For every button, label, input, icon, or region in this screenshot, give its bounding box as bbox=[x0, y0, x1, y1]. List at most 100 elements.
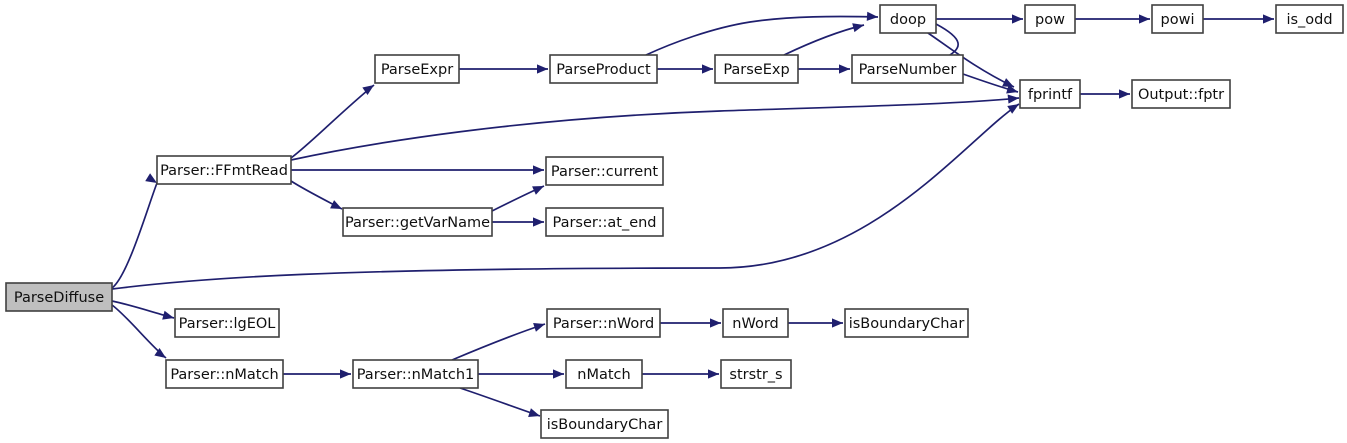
node-label: isBoundaryChar bbox=[547, 417, 663, 433]
edge-ParseProduct-to-doop bbox=[645, 11, 879, 56]
edges-layer bbox=[111, 11, 1274, 418]
node-fprintf[interactable]: fprintf bbox=[1019, 79, 1081, 109]
node-box[interactable] bbox=[1019, 79, 1081, 109]
node-box[interactable] bbox=[545, 207, 664, 237]
node-label: nMatch bbox=[577, 367, 630, 383]
node-box[interactable] bbox=[565, 359, 643, 389]
node-box[interactable] bbox=[540, 409, 669, 439]
edge-powi-to-is_odd bbox=[1203, 14, 1274, 24]
node-box[interactable] bbox=[1024, 4, 1076, 34]
edge-arrowhead bbox=[866, 11, 878, 21]
edge-ParseDiffuse-to-Parser::lgEOL bbox=[111, 300, 175, 320]
node-box[interactable] bbox=[844, 308, 969, 338]
edge-nWord-to-isBoundaryChar_t bbox=[788, 318, 843, 328]
node-box[interactable] bbox=[851, 54, 964, 84]
node-box[interactable] bbox=[374, 54, 460, 84]
edge-arrowhead bbox=[702, 64, 713, 74]
node-box[interactable] bbox=[549, 54, 658, 84]
edge-line bbox=[935, 23, 959, 56]
node-pow[interactable]: pow bbox=[1024, 4, 1076, 34]
node-is_odd[interactable]: is_odd bbox=[1275, 4, 1344, 34]
node-Output::fptr[interactable]: Output::fptr bbox=[1131, 79, 1231, 109]
node-Parser::nWord[interactable]: Parser::nWord bbox=[546, 308, 661, 338]
node-label: Parser::nMatch bbox=[170, 367, 278, 383]
node-nMatch[interactable]: nMatch bbox=[565, 359, 643, 389]
node-Parser::FFmtRead[interactable]: Parser::FFmtRead bbox=[156, 155, 292, 185]
node-box[interactable] bbox=[174, 308, 280, 338]
node-box[interactable] bbox=[5, 282, 113, 312]
node-box[interactable] bbox=[342, 207, 493, 237]
node-label: Output::fptr bbox=[1138, 87, 1224, 103]
edge-fprintf-to-Output::fptr bbox=[1080, 89, 1130, 99]
node-box[interactable] bbox=[165, 359, 284, 389]
node-strstr_s[interactable]: strstr_s bbox=[720, 359, 792, 389]
edge-line bbox=[111, 103, 1020, 290]
node-label: ParseExp bbox=[723, 62, 789, 78]
edge-Parser::FFmtRead-to-fprintf bbox=[290, 94, 1020, 161]
edge-line bbox=[927, 32, 1015, 88]
edge-Parser::nMatch1-to-isBoundaryChar_b bbox=[459, 387, 541, 418]
node-box[interactable] bbox=[722, 308, 789, 338]
node-box[interactable] bbox=[545, 156, 664, 186]
edge-arrowhead bbox=[1006, 84, 1018, 94]
nodes-layer: ParseDiffuse Parser::FFmtReadParser::lgEO… bbox=[5, 4, 1344, 439]
edge-arrowhead bbox=[553, 369, 564, 379]
node-Parser::nMatch[interactable]: Parser::nMatch bbox=[165, 359, 284, 389]
edge-arrowhead bbox=[1263, 14, 1274, 24]
edge-arrowhead bbox=[145, 173, 157, 183]
node-ParseNumber[interactable]: ParseNumber bbox=[851, 54, 964, 84]
edge-arrowhead bbox=[533, 322, 545, 332]
node-label: pow bbox=[1035, 12, 1065, 28]
node-box[interactable] bbox=[720, 359, 792, 389]
node-nWord[interactable]: nWord bbox=[722, 308, 789, 338]
node-box[interactable] bbox=[352, 359, 479, 389]
edge-arrowhead bbox=[162, 310, 174, 320]
node-Parser::nMatch1[interactable]: Parser::nMatch1 bbox=[352, 359, 479, 389]
edge-arrowhead bbox=[1139, 14, 1150, 24]
node-Parser::at_end[interactable]: Parser::at_end bbox=[545, 207, 664, 237]
node-doop[interactable]: doop bbox=[879, 4, 937, 34]
node-Parser::current[interactable]: Parser::current bbox=[545, 156, 664, 186]
node-ParseProduct[interactable]: ParseProduct bbox=[549, 54, 658, 84]
node-box[interactable] bbox=[879, 4, 937, 34]
edge-arrowhead bbox=[154, 347, 166, 358]
node-box[interactable] bbox=[714, 54, 799, 84]
node-box[interactable] bbox=[156, 155, 292, 185]
node-label: ParseDiffuse bbox=[14, 290, 104, 306]
node-label: is_odd bbox=[1286, 12, 1332, 28]
node-Parser::getVarName[interactable]: Parser::getVarName bbox=[342, 207, 493, 237]
node-label: powi bbox=[1161, 12, 1195, 28]
edge-arrowhead bbox=[1012, 14, 1023, 24]
edge-arrowhead bbox=[708, 369, 719, 379]
node-box[interactable] bbox=[1151, 4, 1204, 34]
edge-doop-to-pow bbox=[936, 14, 1023, 24]
edge-arrowhead bbox=[340, 369, 351, 379]
edge-nMatch-to-strstr_s bbox=[642, 369, 719, 379]
edge-ParseDiffuse-to-Parser::FFmtRead bbox=[111, 173, 158, 289]
edge-Parser::getVarName-to-Parser::current bbox=[491, 185, 545, 212]
node-isBoundaryChar_b[interactable]: isBoundaryChar bbox=[540, 409, 669, 439]
edge-arrowhead bbox=[710, 318, 721, 328]
node-label: ParseNumber bbox=[859, 62, 957, 78]
node-label: ParseProduct bbox=[556, 62, 651, 78]
node-ParseExp[interactable]: ParseExp bbox=[714, 54, 799, 84]
node-label: Parser::nWord bbox=[553, 316, 654, 332]
node-Parser::lgEOL[interactable]: Parser::lgEOL bbox=[174, 308, 280, 338]
edge-arrowhead bbox=[1007, 104, 1019, 114]
edge-arrowhead bbox=[832, 318, 843, 328]
edge-doop-to-fprintf bbox=[927, 32, 1015, 88]
node-label: Parser::nMatch1 bbox=[357, 367, 475, 383]
node-box[interactable] bbox=[1131, 79, 1231, 109]
edge-ParseExpr-to-ParseProduct bbox=[459, 64, 548, 74]
node-box[interactable] bbox=[1275, 4, 1344, 34]
node-label: fprintf bbox=[1028, 87, 1073, 103]
node-box[interactable] bbox=[546, 308, 661, 338]
node-ParseExpr[interactable]: ParseExpr bbox=[374, 54, 460, 84]
node-ParseDiffuse[interactable]: ParseDiffuse bbox=[5, 282, 113, 312]
edge-Parser::nMatch-to-Parser::nMatch1 bbox=[283, 369, 351, 379]
node-powi[interactable]: powi bbox=[1151, 4, 1204, 34]
edge-ParseExp-to-doop bbox=[783, 23, 865, 56]
edge-line bbox=[290, 84, 375, 159]
node-isBoundaryChar_t[interactable]: isBoundaryChar bbox=[844, 308, 969, 338]
